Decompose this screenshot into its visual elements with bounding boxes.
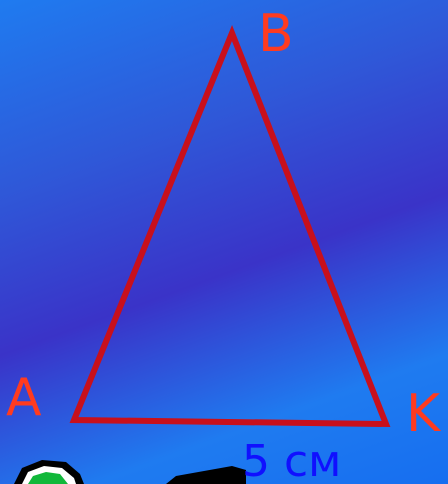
vertex-label-b: B [258,4,294,64]
green-blob-icon [14,460,84,484]
triangle-abk [69,24,391,428]
dark-shape [166,466,246,484]
vertex-label-a: A [6,368,42,428]
vertex-label-k: K [406,384,441,444]
side-length-label: 5 см [242,436,342,484]
